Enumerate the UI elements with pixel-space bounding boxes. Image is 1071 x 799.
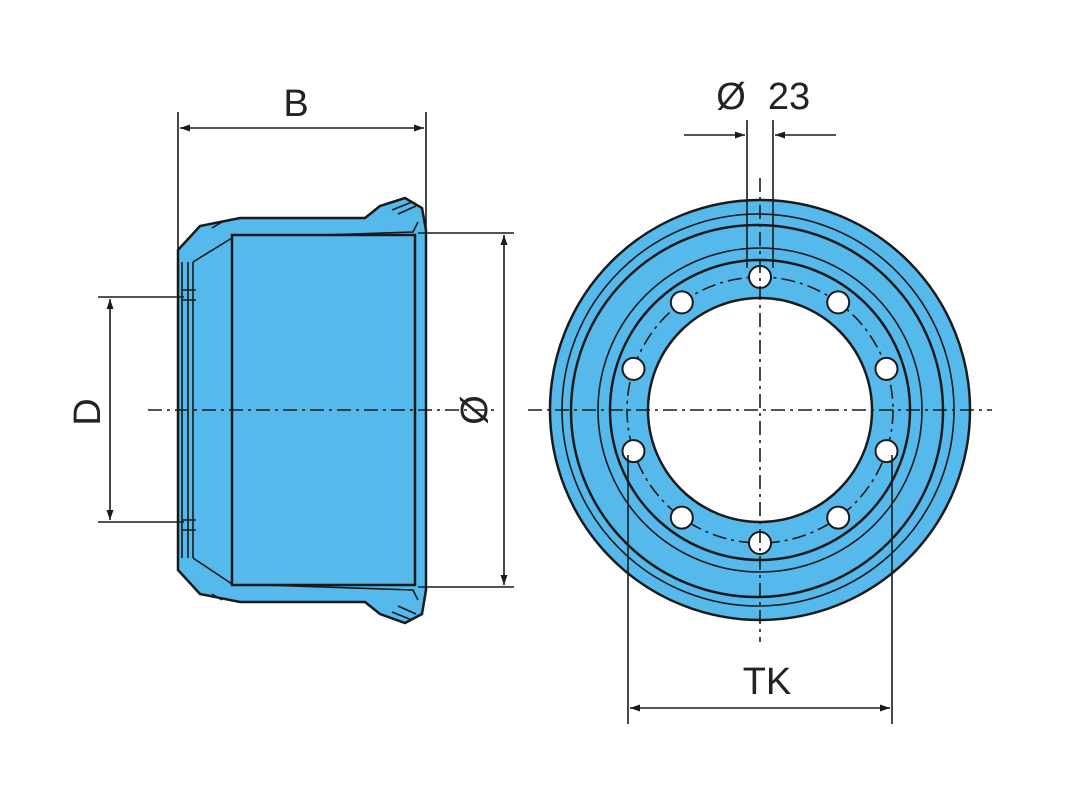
- bolt-hole: [669, 290, 694, 315]
- bolt-hole: [826, 290, 851, 315]
- drum-lip-hatch: [211, 201, 417, 621]
- side-view: B D Ø: [67, 83, 514, 625]
- bolt-hole: [826, 505, 851, 530]
- bolt-holes: [621, 265, 899, 555]
- dim-hole-value: 23: [768, 76, 810, 118]
- bolt-hole: [669, 505, 694, 530]
- dim-tk-label: TK: [743, 661, 792, 703]
- bolt-hole: [874, 356, 899, 381]
- drum-rim-ring-2: [569, 223, 945, 599]
- bolt-hole: [621, 439, 646, 464]
- bolt-hole: [621, 356, 646, 381]
- dim-hole-symbol: Ø: [716, 76, 746, 118]
- dim-b-label: B: [283, 83, 308, 125]
- bolt-hole: [874, 439, 899, 464]
- drum-rim-ring-3: [597, 247, 923, 573]
- front-view: Ø 23 TK: [528, 76, 992, 724]
- dim-d-label: D: [67, 398, 109, 425]
- dim-dia-label: Ø: [454, 395, 496, 425]
